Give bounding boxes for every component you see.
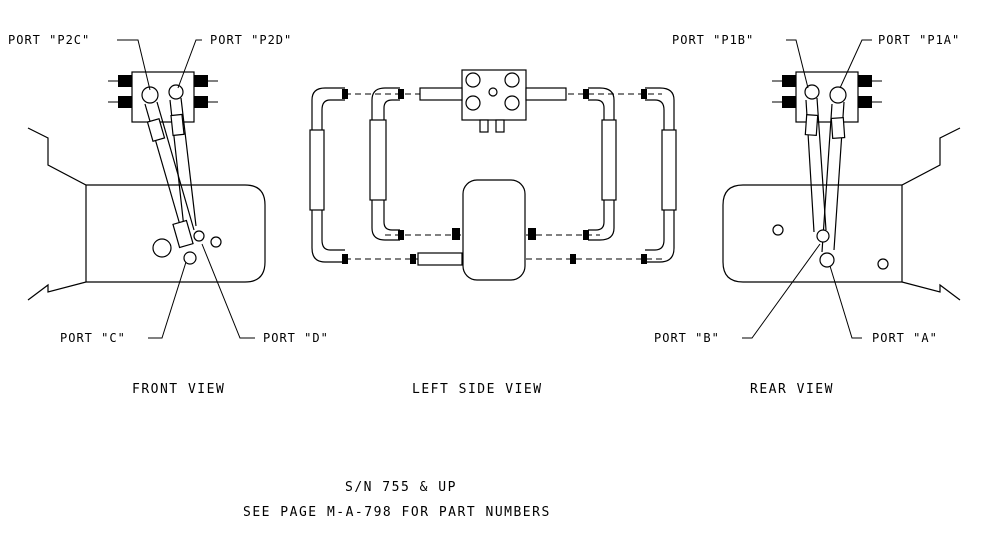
- rear-hole-right: [877, 258, 889, 270]
- leader-p1a: [839, 39, 872, 89]
- leader-p2c: [117, 39, 151, 91]
- caption-left-side-view: LEFT SIDE VIEW: [412, 382, 543, 397]
- label-port-a: PORT "A": [872, 331, 938, 345]
- left-side-view: [309, 69, 677, 281]
- leader-c: [148, 261, 187, 339]
- leader-a: [829, 265, 862, 339]
- front-valve-block: [108, 71, 218, 123]
- side-fittings: [342, 89, 647, 264]
- label-port-p1b: PORT "P1B": [672, 33, 754, 47]
- rear-valve-block: [772, 71, 882, 123]
- label-port-c: PORT "C": [60, 331, 126, 345]
- label-port-b: PORT "B": [654, 331, 720, 345]
- leader-b: [742, 243, 821, 339]
- rear-tank-outline: [722, 127, 961, 301]
- leader-p1b: [786, 39, 809, 89]
- note-part-numbers-reference: SEE PAGE M-A-798 FOR PART NUMBERS: [243, 505, 551, 520]
- side-valve-block: [461, 69, 527, 133]
- front-tank-outline: [27, 127, 266, 301]
- rear-hole-left: [772, 224, 784, 236]
- label-port-p2d: PORT "P2D": [210, 33, 292, 47]
- rear-hoses: [804, 97, 846, 268]
- caption-front-view: FRONT VIEW: [132, 382, 225, 397]
- note-serial-number: S/N 755 & UP: [345, 480, 457, 495]
- label-port-p2c: PORT "P2C": [8, 33, 90, 47]
- front-hoses: [144, 97, 205, 265]
- side-center-tank: [462, 179, 526, 281]
- label-port-d: PORT "D": [263, 331, 329, 345]
- leader-d: [201, 243, 255, 339]
- caption-rear-view: REAR VIEW: [750, 382, 834, 397]
- front-view: PORT "P2C" PORT "P2D" PORT "C" PORT "D": [8, 33, 329, 345]
- side-hose-runs: [309, 87, 677, 266]
- leader-p2d: [177, 39, 202, 89]
- front-hole-small: [210, 236, 222, 248]
- rear-view: PORT "P1B" PORT "P1A" PORT "B" PORT "A": [654, 33, 961, 345]
- front-hole-large: [152, 238, 172, 258]
- label-port-p1a: PORT "P1A": [878, 33, 960, 47]
